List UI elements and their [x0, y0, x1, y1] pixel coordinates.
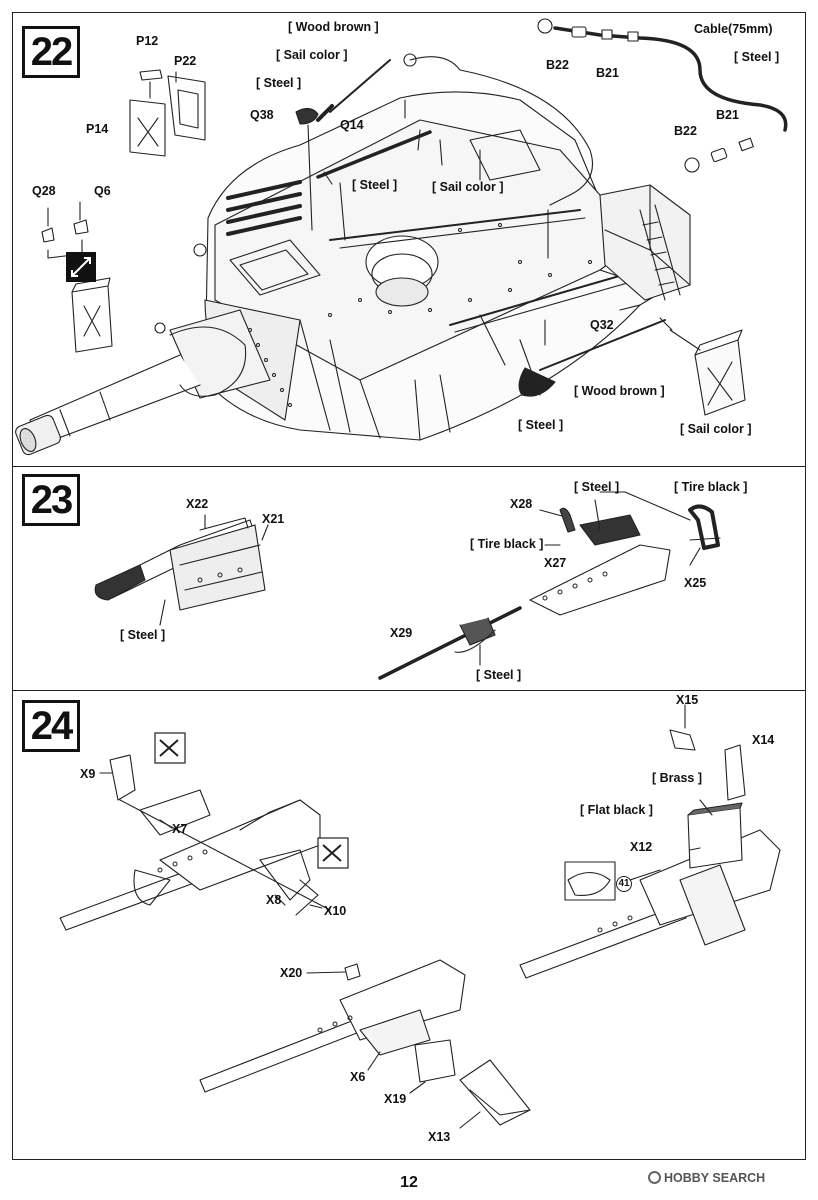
paint-label: [ Tire black ] [470, 537, 544, 551]
paint-label: [ Steel ] [352, 178, 398, 192]
part-label: X8 [266, 893, 282, 907]
part-label: P12 [136, 34, 159, 48]
q14-part [316, 130, 432, 179]
cable-75mm [553, 26, 788, 132]
part-label: Q38 [250, 108, 274, 122]
step-divider-22-23 [12, 466, 806, 467]
part-label: Cable(75mm) [694, 22, 773, 36]
turret-drawing [15, 53, 691, 456]
q32-shovel [518, 367, 556, 397]
mg-mount-right [519, 704, 781, 979]
part-label: B21 [596, 66, 619, 80]
part-label: X13 [428, 1130, 451, 1144]
no-glue-icon [154, 732, 349, 869]
part-label: X21 [262, 512, 285, 526]
watermark: HOBBY SEARCH [648, 1171, 765, 1185]
part-label: Q6 [94, 184, 111, 198]
paint-label: [ Steel ] [574, 480, 620, 494]
part-label: X28 [510, 497, 533, 511]
step-number-24: 24 [22, 700, 80, 752]
mg-assembly-right [378, 491, 721, 680]
watermark-logo-icon [648, 1171, 661, 1184]
paint-label: [ Steel ] [518, 418, 564, 432]
mg-cradle-left [59, 754, 331, 931]
part-label: Q32 [590, 318, 614, 332]
flip-arrow-icon [66, 252, 96, 282]
page-frame [12, 12, 806, 1160]
paint-label: [ Steel ] [734, 50, 780, 64]
part-label: B22 [546, 58, 569, 72]
jerrycan-right [694, 339, 746, 416]
watermark-text: HOBBY SEARCH [664, 1171, 766, 1185]
page-number: 12 [400, 1174, 418, 1191]
paint-label: [ Wood brown ] [288, 20, 379, 34]
wood-brown-handle [329, 59, 391, 113]
part-label: X20 [280, 966, 303, 980]
mg-receiver-assembly-left [94, 514, 269, 626]
step-divider-23-24 [12, 690, 806, 691]
part-label: X27 [544, 556, 567, 570]
q38-part [295, 107, 319, 125]
paint-label: [ Steel ] [476, 668, 522, 682]
part-label: B22 [674, 124, 697, 138]
part-label: Q14 [340, 118, 364, 132]
part-label: Q28 [32, 184, 56, 198]
jerrycan-bracket-set [129, 69, 206, 157]
part-label: X19 [384, 1092, 407, 1106]
step-number-23: 23 [22, 474, 80, 526]
paint-label: [ Wood brown ] [574, 384, 665, 398]
paint-label: [ Steel ] [120, 628, 166, 642]
part-label: X22 [186, 497, 209, 511]
part-label: X29 [390, 626, 413, 640]
part-label: B21 [716, 108, 739, 122]
step-number-22: 22 [22, 26, 80, 78]
paint-label: [ Sail color ] [432, 180, 504, 194]
paint-label: [ Brass ] [652, 771, 703, 785]
part-label: P22 [174, 54, 197, 68]
part-label: X14 [752, 733, 775, 747]
reference-number: 41 [616, 876, 632, 892]
part-label: X12 [630, 840, 653, 854]
paint-label: [ Flat black ] [580, 803, 653, 817]
part-label: P14 [86, 122, 109, 136]
part-label: X10 [324, 904, 347, 918]
paint-label: [ Sail color ] [680, 422, 752, 436]
part-label: X6 [350, 1070, 366, 1084]
part-label: X7 [172, 822, 188, 836]
part-label: X15 [676, 693, 699, 707]
paint-label: [ Tire black ] [674, 480, 748, 494]
mg-mount-center [199, 959, 531, 1129]
paint-label: [ Sail color ] [276, 48, 348, 62]
paint-label: [ Steel ] [256, 76, 302, 90]
part-label: X9 [80, 767, 96, 781]
part-label: X25 [684, 576, 707, 590]
